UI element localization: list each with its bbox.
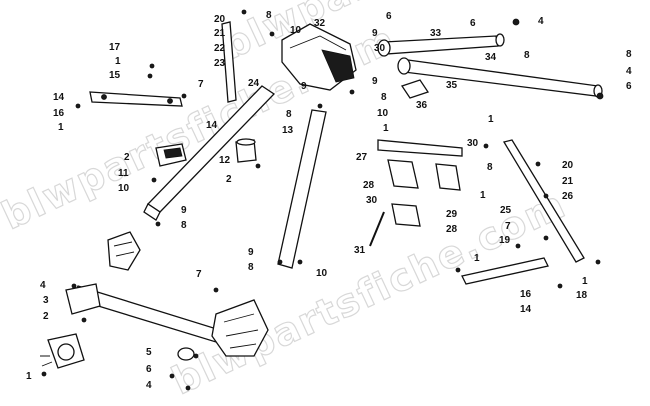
- callout-c1c: 1: [383, 123, 389, 134]
- callout-c8e: 8: [626, 49, 632, 60]
- callout-c4c: 4: [40, 280, 46, 291]
- bushing: [235, 138, 257, 163]
- callout-c1a: 1: [115, 56, 121, 67]
- callout-c12: 12: [219, 155, 231, 166]
- fasteners: [41, 9, 604, 391]
- callout-c6a: 6: [386, 11, 392, 22]
- callout-c9c: 9: [372, 76, 378, 87]
- callout-c15: 15: [109, 70, 121, 81]
- callout-c11: 11: [118, 168, 129, 179]
- callout-c21b: 21: [562, 176, 574, 187]
- lower-left-motor: [40, 283, 101, 369]
- callout-c29: 29: [446, 209, 458, 220]
- callout-c1b: 1: [58, 122, 64, 133]
- callout-c4d: 4: [146, 380, 152, 391]
- callout-c2a: 2: [124, 152, 130, 163]
- callout-c35: 35: [446, 80, 458, 91]
- callout-c8a: 8: [266, 10, 272, 21]
- callout-c14b: 14: [206, 120, 218, 131]
- steering-column-tube: [143, 85, 276, 221]
- long-bolt: [369, 211, 385, 247]
- callout-c1g: 1: [582, 276, 588, 287]
- callout-c34: 34: [485, 52, 497, 63]
- watermark-text-3: blwpartsfiche.com: [215, 0, 623, 68]
- callout-c21a: 21: [214, 28, 226, 39]
- callout-c20a: 20: [214, 14, 226, 25]
- callout-c28a: 28: [363, 180, 375, 191]
- lower-right-brace: [461, 257, 549, 285]
- callout-c31: 31: [354, 245, 366, 256]
- top-center-bracket: [281, 23, 357, 91]
- callout-c4a: 4: [538, 16, 544, 27]
- callout-c33: 33: [430, 28, 442, 39]
- callout-c24: 24: [248, 78, 260, 89]
- center-down-tube: [277, 109, 327, 269]
- callout-c1d: 1: [488, 114, 494, 125]
- callout-c13: 13: [282, 125, 294, 136]
- callout-c9d: 9: [181, 205, 187, 216]
- callout-c10c: 10: [118, 183, 130, 194]
- callout-c30a: 30: [374, 43, 386, 54]
- callout-c9e: 9: [248, 247, 254, 258]
- callout-c10b: 10: [377, 108, 389, 119]
- callout-c6c: 6: [626, 81, 632, 92]
- small-clamp: [400, 79, 430, 99]
- switch-cover: [155, 143, 187, 167]
- callout-c19: 19: [499, 235, 511, 246]
- callout-c6b: 6: [470, 18, 476, 29]
- callout-c7c: 7: [196, 269, 202, 280]
- callout-c27: 27: [356, 152, 368, 163]
- callout-c14c: 14: [520, 304, 532, 315]
- lower-gearbox: [177, 299, 269, 361]
- upper-left-brace: [89, 91, 183, 107]
- callout-c9a: 9: [372, 28, 378, 39]
- callout-c8b: 8: [381, 92, 387, 103]
- callout-c8g: 8: [181, 220, 187, 231]
- callout-c8h: 8: [248, 262, 254, 273]
- callout-c10d: 10: [316, 268, 328, 279]
- callout-c1f: 1: [474, 253, 480, 264]
- callout-c1h: 1: [26, 371, 32, 382]
- callout-c26: 26: [562, 191, 574, 202]
- callout-c30b: 30: [467, 138, 479, 149]
- pedal-mount-bar: [377, 139, 463, 227]
- callout-c2c: 2: [43, 311, 49, 322]
- callout-c25: 25: [500, 205, 512, 216]
- callout-c16a: 16: [53, 108, 65, 119]
- callout-c20b: 20: [562, 160, 574, 171]
- callout-c8d: 8: [524, 50, 530, 61]
- callout-c32: 32: [314, 18, 326, 29]
- upper-steering-gear: [107, 231, 141, 271]
- callout-c9b: 9: [301, 81, 307, 92]
- callout-c22: 22: [214, 43, 226, 54]
- upper-diagonal-strip: [221, 21, 237, 103]
- callout-c7a: 7: [198, 79, 204, 90]
- watermark-text-2: blwpartsfiche.com: [165, 182, 573, 403]
- callout-c8f: 8: [487, 162, 493, 173]
- callout-c4b: 4: [626, 66, 632, 77]
- callout-c14a: 14: [53, 92, 65, 103]
- callout-c6d: 6: [146, 364, 152, 375]
- callout-c1e: 1: [480, 190, 486, 201]
- callout-c8c: 8: [286, 109, 292, 120]
- callout-c18: 18: [576, 290, 588, 301]
- callout-c3: 3: [43, 295, 49, 306]
- callout-c23: 23: [214, 58, 226, 69]
- callout-c10a: 10: [290, 25, 302, 36]
- callout-c2b: 2: [226, 174, 232, 185]
- right-diagonal-strut: [502, 139, 585, 263]
- callout-c30c: 30: [366, 195, 378, 206]
- callout-c17: 17: [109, 42, 121, 53]
- callout-c28b: 28: [446, 224, 458, 235]
- callout-c16b: 16: [520, 289, 532, 300]
- callout-c36: 36: [416, 100, 428, 111]
- callout-c5: 5: [146, 347, 152, 358]
- callout-c7b: 7: [505, 221, 511, 232]
